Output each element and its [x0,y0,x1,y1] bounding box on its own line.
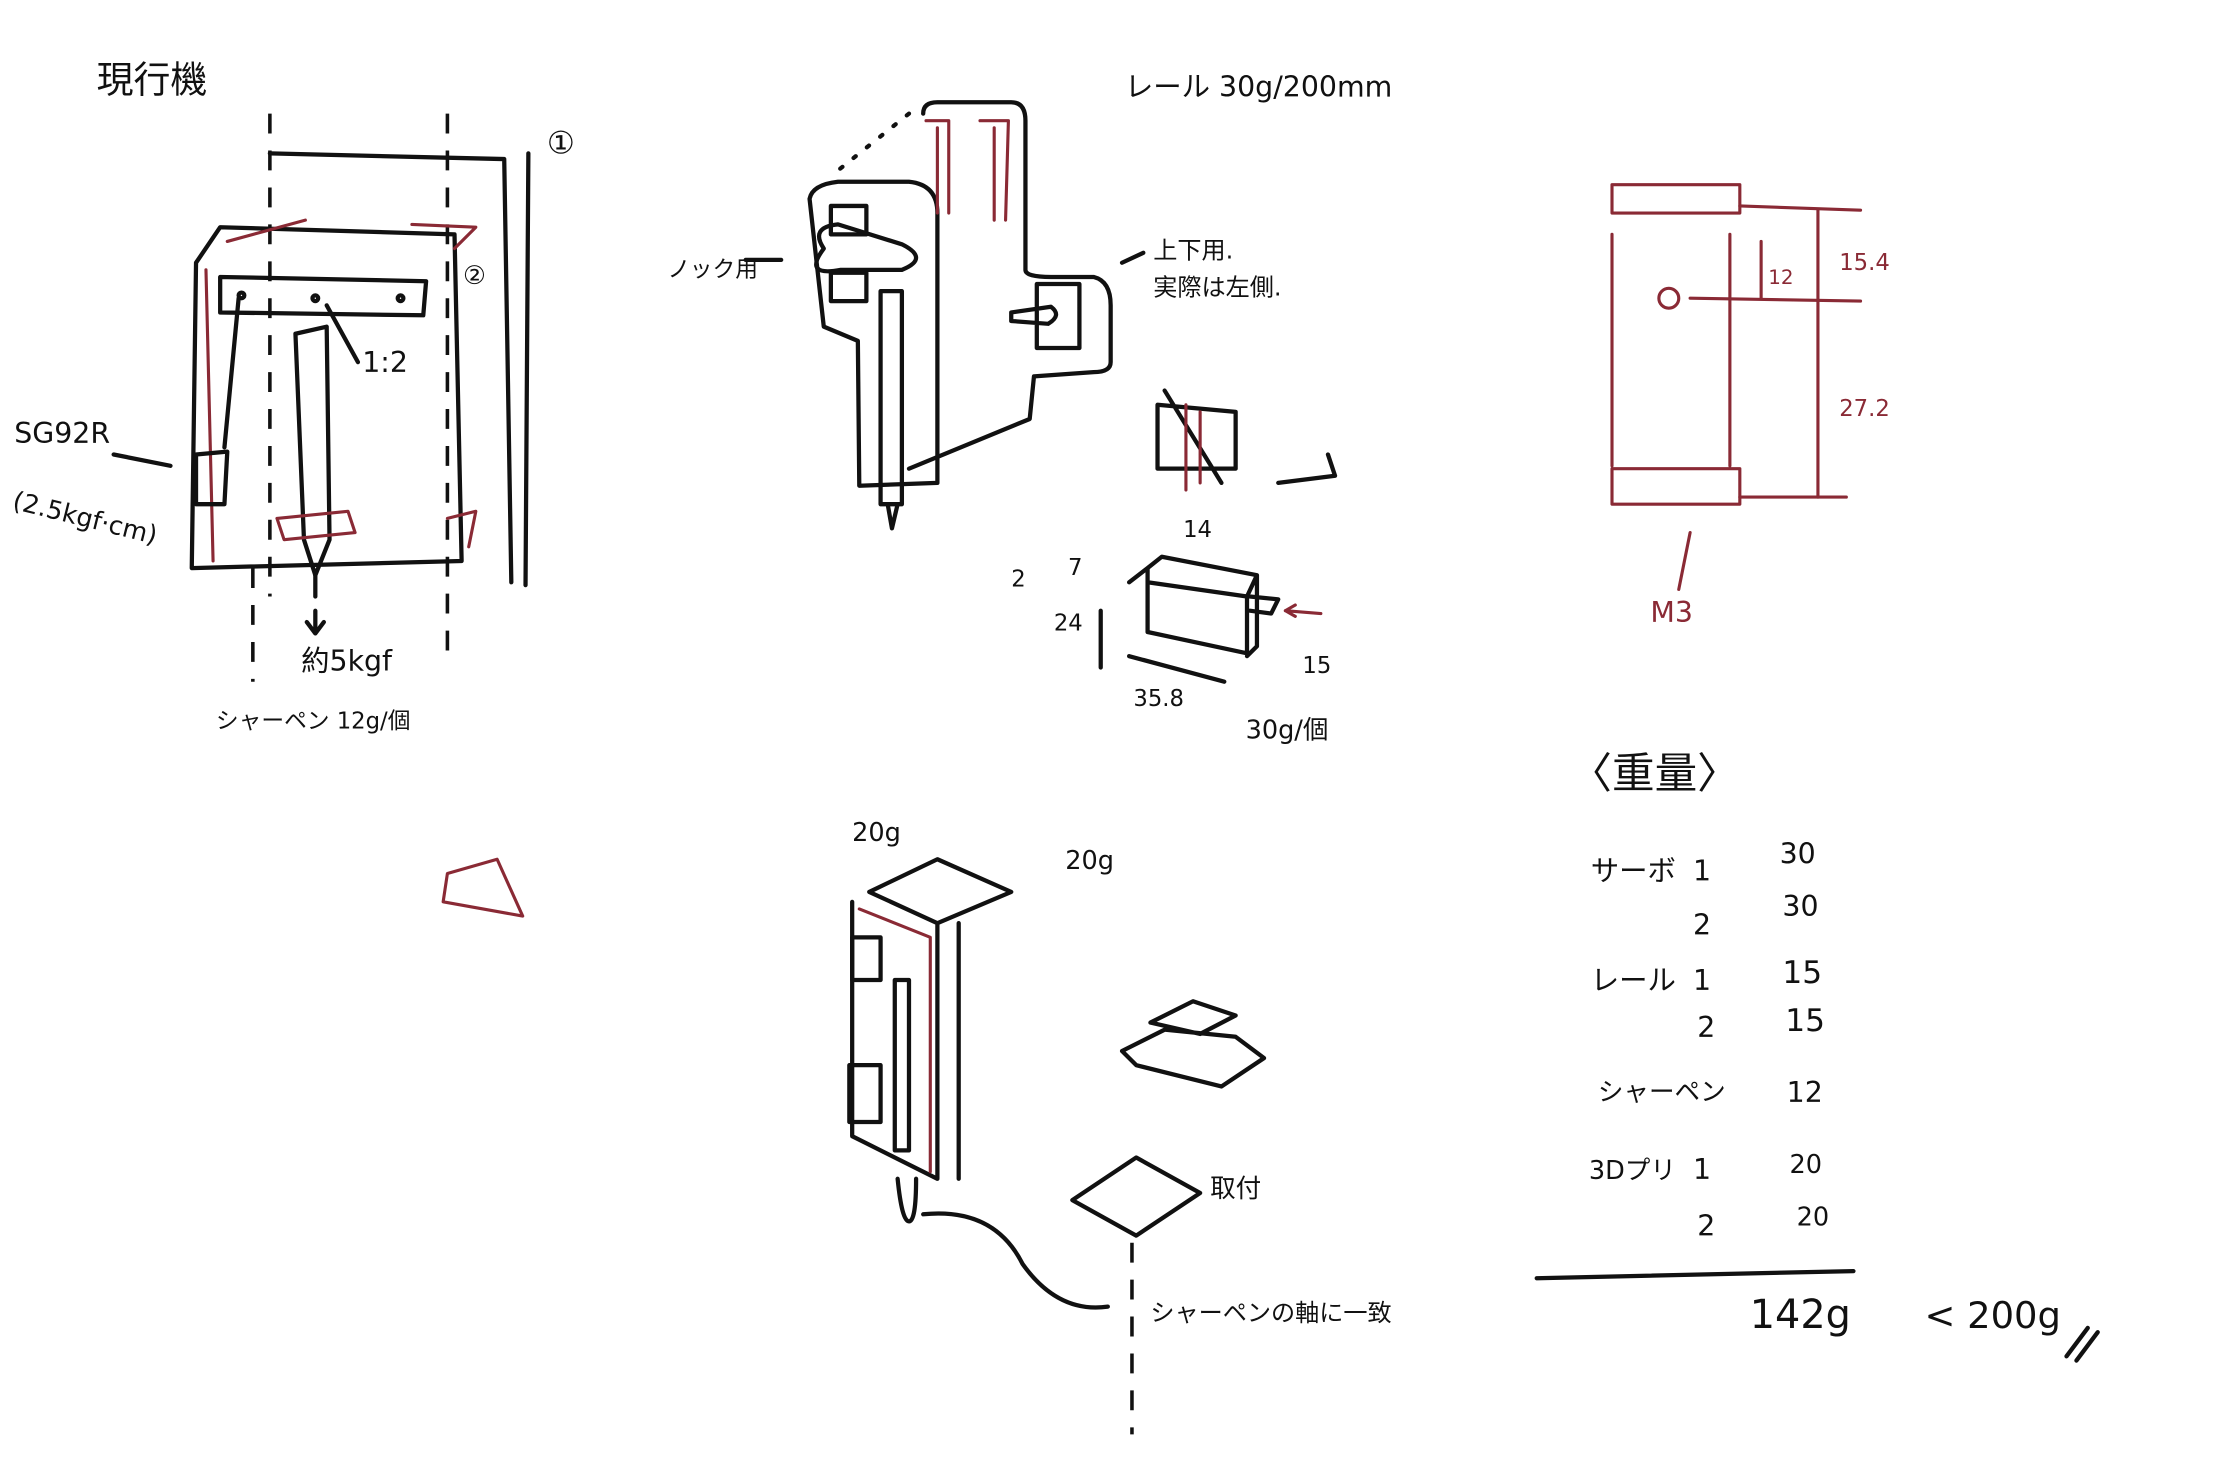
weight-table: 〈重量〉 サーボ 1 30 2 30 レール 1 15 2 15 シャーペン 1… [1534,749,2100,1363]
row-idx: 1 [1693,1153,1711,1186]
force-label: 約5kgf [301,644,393,677]
part-weight-2: 20g [1065,846,1114,876]
label-1: ① [547,125,575,161]
row-idx: 1 [1693,964,1711,997]
rail-assembly-sketch: レール 30g/200mm ノック用 上下用. 実際は左側. [668,71,1392,531]
current-machine-sketch: 現行機 ① ② 1:2 SG92R (2.5kgf·cm) 約5kgf シャーペ… [10,58,575,918]
weight-row: レール 1 15 [1591,955,1822,997]
ratio-label: 1:2 [362,346,408,379]
servo-torque-label: (2.5kgf·cm) [10,486,160,551]
servo-dim-depth: 15 [1302,653,1331,679]
row-name: レール [1591,964,1676,997]
label-2: ② [463,261,486,291]
weight-row: 3Dプリ 1 20 [1589,1150,1822,1186]
row-value: 30 [1780,838,1816,871]
weight-table-title: 〈重量〉 [1569,749,1739,799]
row-name: サーボ [1591,855,1676,888]
row-value: 15 [1785,1003,1825,1039]
knock-label: ノック用 [668,257,758,283]
weight-row: 2 15 [1697,1003,1825,1044]
weight-row: サーボ 1 30 [1591,838,1816,888]
row-value: 20 [1790,1150,1823,1180]
row-value: 12 [1787,1076,1823,1109]
double-underline-mark [2064,1325,2100,1363]
row-name: シャーペン [1598,1078,1726,1108]
row-value: 15 [1782,955,1822,991]
mount-label: 取付 [1210,1174,1261,1204]
current-machine-title: 現行機 [97,58,208,101]
weight-row: 2 20 [1697,1203,1829,1243]
servo-dim-top: 14 [1183,517,1212,543]
weight-limit: < 200g [1924,1294,2061,1337]
row-value: 20 [1797,1203,1830,1233]
weight-row: 2 30 [1693,890,1819,941]
part-weight-1: 20g [852,818,901,848]
total-weight: 142g [1750,1292,1851,1338]
servo-model-label: SG92R [14,417,110,450]
weight-row: シャーペン 12 [1598,1076,1823,1109]
pencil-weight-label: シャーペン 12g/個 [216,709,411,735]
servo-sketch: 14 2 7 24 35.8 15 30g/個 [1011,517,1331,746]
rail-dim-12: 12 [1768,266,1793,289]
total-divider [1534,1268,1856,1281]
row-idx: 2 [1697,1210,1715,1243]
servo-weight-label: 30g/個 [1246,716,1329,746]
rail-spec-label: レール 30g/200mm [1125,71,1392,104]
assembly-sketch: 20g 20g 取付 シャーペンの軸に一致 [847,818,1392,1435]
rail-dim-27-2: 27.2 [1839,396,1890,422]
servo-dim-height: 24 [1054,611,1083,637]
servo-dim-2: 2 [1011,567,1025,593]
servo-dim-length: 35.8 [1133,686,1184,712]
row-idx: 2 [1697,1011,1715,1044]
row-idx: 1 [1693,855,1711,888]
updown-label-1: 上下用. [1153,236,1233,264]
rail-profile-sketch: 12 15.4 27.2 M3 [1610,183,1890,629]
row-name: 3Dプリ [1589,1156,1676,1186]
rail-dim-15-4: 15.4 [1839,250,1890,276]
axis-note: シャーペンの軸に一致 [1150,1299,1391,1327]
row-idx: 2 [1693,909,1711,942]
screw-label: M3 [1650,596,1693,629]
row-value: 30 [1782,890,1818,923]
updown-label-2: 実際は左側. [1153,273,1281,301]
servo-dim-7: 7 [1068,555,1082,581]
